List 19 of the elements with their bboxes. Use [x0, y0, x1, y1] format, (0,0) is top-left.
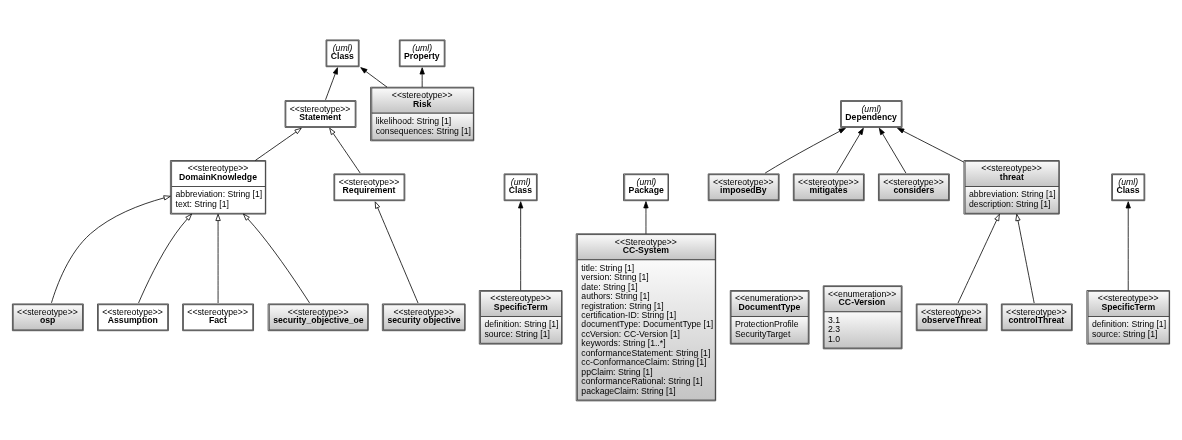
arrow — [325, 67, 338, 101]
arrow — [1015, 213, 1035, 304]
arrow — [897, 127, 965, 163]
arrow — [374, 201, 419, 304]
arrow — [764, 127, 846, 174]
arrow — [643, 201, 649, 235]
arrow — [215, 213, 221, 304]
arrow — [243, 213, 310, 304]
arrow — [836, 127, 864, 174]
arrow — [360, 67, 388, 88]
arrow — [329, 127, 361, 174]
arrow — [254, 127, 302, 161]
arrow — [1125, 201, 1131, 291]
arrow — [878, 127, 907, 174]
arrow — [419, 67, 425, 88]
arrow — [138, 213, 192, 304]
arrow — [51, 195, 171, 304]
arrow — [518, 201, 524, 291]
arrow — [957, 213, 1000, 304]
